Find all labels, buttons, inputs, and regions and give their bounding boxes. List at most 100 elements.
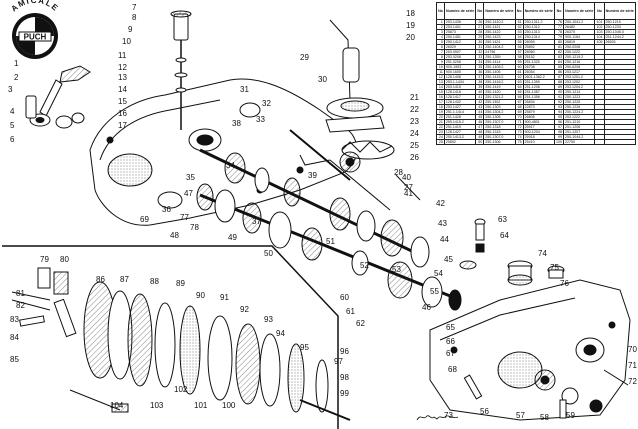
callout-93: 93 bbox=[264, 315, 273, 324]
callout-4: 4 bbox=[10, 107, 15, 116]
callout-56: 56 bbox=[480, 407, 489, 416]
callout-85: 85 bbox=[10, 355, 19, 364]
callout-15: 15 bbox=[118, 97, 127, 106]
callout-46: 46 bbox=[422, 303, 431, 312]
callout-68: 68 bbox=[448, 365, 457, 374]
callout-31: 31 bbox=[240, 85, 249, 94]
callout-78: 78 bbox=[190, 223, 199, 232]
callout-88: 88 bbox=[150, 277, 159, 286]
callout-53: 53 bbox=[392, 265, 401, 274]
parts-table-header-row: No Numéro de série No Numéro de série No… bbox=[436, 2, 637, 20]
part-number-cell: 25 bbox=[436, 139, 445, 145]
callout-66: 66 bbox=[446, 337, 455, 346]
part-number-cell: 75 bbox=[514, 139, 524, 145]
callout-54: 54 bbox=[434, 269, 443, 278]
callout-26: 26 bbox=[410, 153, 419, 162]
callout-28: 28 bbox=[394, 168, 403, 177]
callout-74: 74 bbox=[538, 249, 547, 258]
part-reference-cell: 22750 bbox=[563, 139, 596, 145]
callout-18: 18 bbox=[406, 9, 415, 18]
callout-96: 96 bbox=[340, 347, 349, 356]
callout-33: 33 bbox=[256, 115, 265, 124]
callout-77: 77 bbox=[180, 213, 189, 222]
callout-29: 29 bbox=[300, 53, 309, 62]
header-no: No bbox=[475, 2, 485, 20]
callout-51: 51 bbox=[326, 237, 335, 246]
callout-104: 104 bbox=[110, 401, 124, 410]
callout-48: 48 bbox=[170, 231, 179, 240]
callout-81: 81 bbox=[16, 289, 25, 298]
header-no: No bbox=[436, 2, 445, 20]
callout-numbers: 1234567891011121314151617181920212223242… bbox=[8, 3, 637, 422]
callout-61: 61 bbox=[346, 307, 355, 316]
callout-98: 98 bbox=[340, 373, 349, 382]
callout-14: 14 bbox=[118, 85, 127, 94]
callout-97: 97 bbox=[334, 357, 343, 366]
callout-6: 6 bbox=[10, 135, 15, 144]
header-ref: Numéro de série bbox=[483, 2, 516, 20]
callout-87: 87 bbox=[120, 275, 129, 284]
callout-10: 10 bbox=[122, 37, 131, 46]
callout-37: 37 bbox=[252, 217, 261, 226]
logo-center-text: PUCH bbox=[24, 33, 47, 42]
callout-59: 59 bbox=[566, 411, 575, 420]
callout-39: 39 bbox=[308, 171, 317, 180]
callout-11: 11 bbox=[118, 51, 127, 60]
callout-52: 52 bbox=[360, 261, 369, 270]
callout-16: 16 bbox=[118, 109, 127, 118]
callout-42: 42 bbox=[436, 199, 445, 208]
callout-22: 22 bbox=[410, 105, 419, 114]
callout-83: 83 bbox=[10, 315, 19, 324]
callout-7: 7 bbox=[132, 3, 137, 12]
callout-89: 89 bbox=[176, 279, 185, 288]
gear-selector-cluster bbox=[170, 10, 421, 201]
callout-19: 19 bbox=[406, 21, 415, 30]
callout-84: 84 bbox=[10, 333, 19, 342]
callout-75: 75 bbox=[550, 263, 559, 272]
amicale-puch-logo: AMICALE PUCH bbox=[9, 0, 60, 59]
callout-41: 41 bbox=[404, 189, 413, 198]
callout-69: 69 bbox=[140, 215, 149, 224]
callout-101: 101 bbox=[194, 401, 208, 410]
callout-55: 55 bbox=[430, 287, 439, 296]
callout-73: 73 bbox=[444, 411, 453, 420]
callout-99: 99 bbox=[340, 389, 349, 398]
callout-71: 71 bbox=[628, 361, 637, 370]
callout-34: 34 bbox=[226, 161, 235, 170]
callout-3: 3 bbox=[8, 85, 13, 94]
callout-67: 67 bbox=[446, 349, 455, 358]
callout-86: 86 bbox=[96, 275, 105, 284]
part-reference-cell: 25892 bbox=[443, 139, 477, 145]
callout-76: 76 bbox=[560, 279, 569, 288]
callout-1: 1 bbox=[14, 59, 19, 68]
callout-95: 95 bbox=[300, 343, 309, 352]
callout-36: 36 bbox=[162, 205, 171, 214]
callout-43: 43 bbox=[438, 219, 447, 228]
callout-102: 102 bbox=[174, 385, 188, 394]
header-ref: Numéro de série bbox=[563, 2, 596, 20]
callout-45: 45 bbox=[444, 255, 453, 264]
clutch-assembly bbox=[2, 245, 351, 429]
part-reference-cell bbox=[603, 139, 637, 145]
gear-shafts bbox=[196, 129, 462, 311]
callout-91: 91 bbox=[220, 293, 229, 302]
svg-text:AMICALE: AMICALE bbox=[9, 0, 60, 13]
small-parts-right bbox=[459, 218, 565, 286]
header-ref: Numéro de série bbox=[603, 2, 637, 20]
parts-reference-table: No Numéro de série No Numéro de série No… bbox=[436, 2, 637, 145]
artist-signature bbox=[416, 415, 459, 421]
part-reference-cell: 250-1306 bbox=[483, 139, 516, 145]
callout-57: 57 bbox=[516, 411, 525, 420]
callout-5: 5 bbox=[10, 121, 15, 130]
callout-23: 23 bbox=[410, 117, 419, 126]
callout-94: 94 bbox=[276, 329, 285, 338]
header-ref: Numéro de série bbox=[522, 2, 555, 20]
callout-30: 30 bbox=[318, 75, 327, 84]
